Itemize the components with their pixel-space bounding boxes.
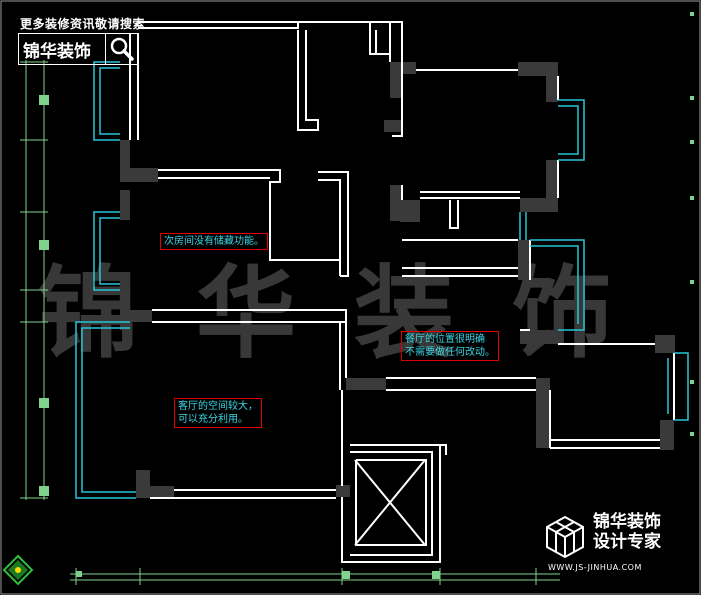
logo-search-box[interactable]: 锦华装饰 (18, 33, 138, 65)
dimension-marks-right (690, 12, 694, 436)
windows (75, 61, 689, 499)
promo-text: 更多装修资讯敬请搜索 (20, 17, 146, 31)
dimension-ticks-left (39, 95, 49, 496)
annotation-text-line1: 餐厅的位置很明确 (405, 334, 485, 345)
logo-text: 锦华装饰 (23, 41, 91, 62)
walls (129, 21, 675, 563)
dimension-ticks-bottom (76, 571, 440, 579)
annotation-text-line1: 客厅的空间较大， (178, 401, 258, 412)
brand-name: 锦华装饰 (593, 512, 661, 532)
annotation-dining-room: 餐厅的位置很明确 不需要做任何改动。 (401, 331, 499, 361)
annotation-living-room: 客厅的空间较大， 可以充分利用。 (174, 398, 262, 428)
brand-url[interactable]: WWW.JS-JINHUA.COM (548, 563, 642, 572)
annotation-secondary-bedroom: 次房间没有储藏功能。 (160, 233, 268, 250)
brand-slogan: 设计专家 (593, 532, 661, 552)
brand-cube-icon (546, 515, 584, 559)
annotation-text: 次房间没有储藏功能。 (164, 236, 264, 247)
dimension-lines-bottom (70, 568, 560, 585)
structural-columns (120, 62, 675, 498)
compass-icon (2, 554, 34, 586)
annotation-text-line2: 可以充分利用。 (178, 414, 248, 425)
annotation-text-line2: 不需要做任何改动。 (405, 347, 495, 358)
brand-block: 锦华装饰 设计专家 (593, 512, 661, 552)
dimension-lines-left (20, 60, 48, 500)
logo-divider (105, 34, 106, 64)
search-icon[interactable] (106, 36, 137, 62)
